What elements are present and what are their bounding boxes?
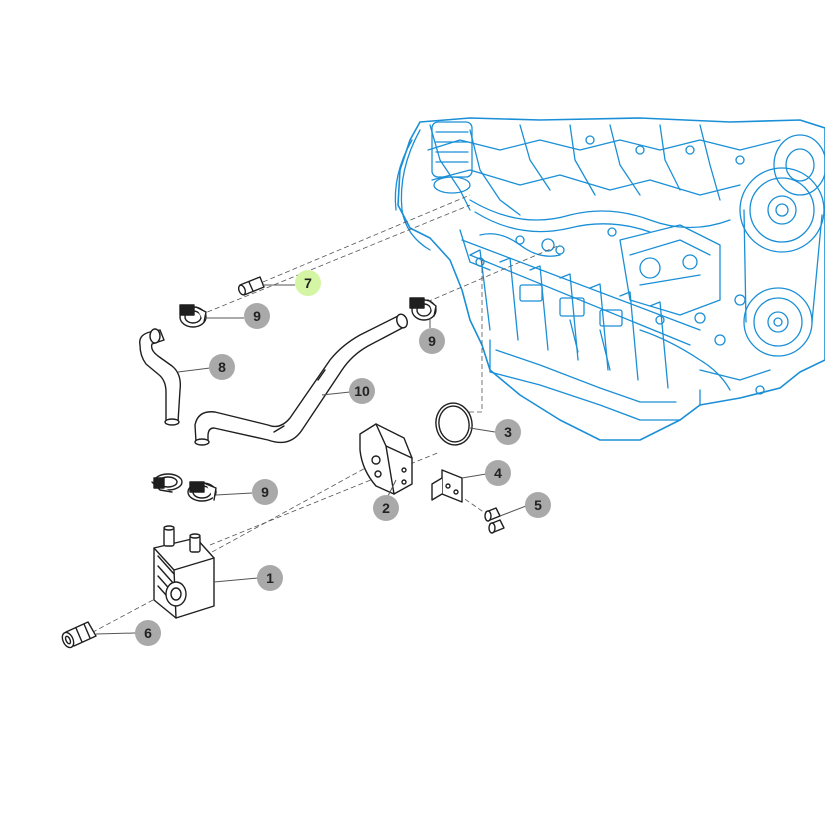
hose-long-part [194,313,408,446]
callout-bubble [295,270,321,296]
callout-number: 3 [504,424,512,440]
callout-hose-long[interactable]: 10 [349,378,375,404]
callout-bubble [252,479,278,505]
bracket-part [431,469,463,503]
o-ring-part [435,402,473,446]
callout-fitting[interactable]: 6 [135,620,161,646]
callout-hose-clamp-lower[interactable]: 9 [252,479,278,505]
callout-number: 9 [253,308,261,324]
oil-cooler-part [153,525,215,619]
callout-adapter-housing[interactable]: 2 [373,495,399,521]
callout-bubble [349,378,375,404]
callout-bubble [373,495,399,521]
callout-number: 5 [534,497,542,513]
callout-bubble [419,328,445,354]
callout-bubble [495,419,521,445]
callout-hose-short[interactable]: 8 [209,354,235,380]
hose-clamp-right-part [409,297,437,321]
callout-hose-clamp-upper[interactable]: 9 [244,303,270,329]
callout-number: 7 [304,275,312,291]
callout-bubble [135,620,161,646]
callout-group: 1 2 3 4 5 6 7 8 9 9 9 10 [135,270,551,646]
callout-o-ring[interactable]: 3 [495,419,521,445]
callout-bubble [525,492,551,518]
callout-hose-clamp-right[interactable]: 9 [419,328,445,354]
callout-oil-cooler[interactable]: 1 [257,565,283,591]
callout-number: 9 [428,333,436,349]
pipe-connector-part [237,276,265,296]
callout-number: 9 [261,484,269,500]
callout-pipe-connector[interactable]: 7 [295,270,321,296]
callout-number: 2 [382,500,390,516]
parts [61,276,505,649]
engine-block-illustration [394,117,825,441]
callout-bolts[interactable]: 5 [525,492,551,518]
callout-number: 6 [144,625,152,641]
hose-clamp-lower-part [151,473,217,502]
bolts-part [484,507,505,534]
callout-number: 1 [266,570,274,586]
hose-short-part [139,328,182,426]
hose-clamp-upper-part [179,304,207,328]
callout-bubble [257,565,283,591]
callout-bubble [209,354,235,380]
callout-bracket[interactable]: 4 [485,460,511,486]
callout-bubble [244,303,270,329]
callout-bubble [485,460,511,486]
leader-lines [95,284,527,635]
callout-number: 4 [494,465,502,481]
adapter-housing-part [359,423,413,495]
callout-number: 10 [354,383,370,399]
fitting-part [61,621,97,649]
callout-number: 8 [218,359,226,375]
